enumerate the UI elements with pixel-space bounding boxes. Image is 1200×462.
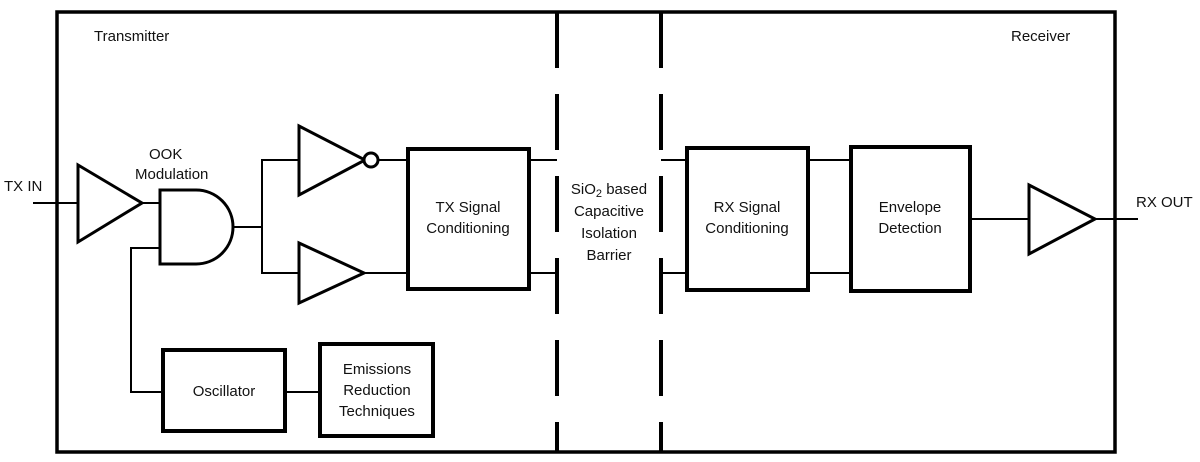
rx-signal-conditioning-block	[685, 146, 810, 292]
device-outline	[55, 10, 1117, 454]
rx-signal-conditioning-label-line2: Conditioning	[705, 220, 788, 237]
barrier-label-line3: Isolation	[581, 225, 637, 242]
emissions-reduction-label-line2: Reduction	[343, 382, 411, 399]
and-gate-symbol	[158, 188, 235, 266]
envelope-detection-block	[849, 145, 972, 293]
rx-signal-conditioning-label-line1: RX Signal	[714, 199, 781, 216]
tx-signal-conditioning-label-line2: Conditioning	[426, 220, 509, 237]
emissions-reduction-block	[318, 342, 435, 438]
rx-out-label: RX OUT	[1136, 194, 1193, 211]
tx-in-label: TX IN	[4, 178, 42, 195]
ook-modulation-label-line1: OOK	[149, 146, 182, 163]
envelope-detection-label-line1: Envelope	[879, 199, 942, 216]
transmitter-label: Transmitter	[94, 28, 169, 45]
inverter-bubble-icon	[362, 151, 380, 169]
fanout-top-wire	[261, 159, 299, 227]
barrier-label-line4: Barrier	[586, 247, 631, 264]
oscillator-block	[161, 348, 287, 433]
receiver-label: Receiver	[1011, 28, 1070, 45]
barrier-label-line1: SiO2 based	[571, 181, 647, 200]
barrier-label-subscript: 2	[596, 188, 602, 200]
ook-modulation-label-line2: Modulation	[135, 166, 208, 183]
emissions-reduction-label-line1: Emissions	[343, 361, 411, 378]
lower-buffer-symbol	[297, 240, 368, 306]
barrier-label-based: based	[602, 181, 647, 198]
input-buffer-symbol	[76, 162, 145, 245]
oscillator-to-and-wire	[130, 247, 163, 393]
barrier-label-line2: Capacitive	[574, 203, 644, 220]
inverter-symbol	[297, 123, 369, 198]
fanout-bottom-wire	[261, 227, 299, 274]
emissions-reduction-label-line3: Techniques	[339, 403, 415, 420]
oscillator-label: Oscillator	[193, 383, 256, 400]
envelope-detection-label-line2: Detection	[878, 220, 941, 237]
tx-signal-conditioning-block	[406, 147, 531, 291]
tx-signal-conditioning-label-line1: TX Signal	[435, 199, 500, 216]
barrier-label-sio: SiO	[571, 181, 596, 198]
output-buffer-symbol	[1027, 182, 1099, 257]
